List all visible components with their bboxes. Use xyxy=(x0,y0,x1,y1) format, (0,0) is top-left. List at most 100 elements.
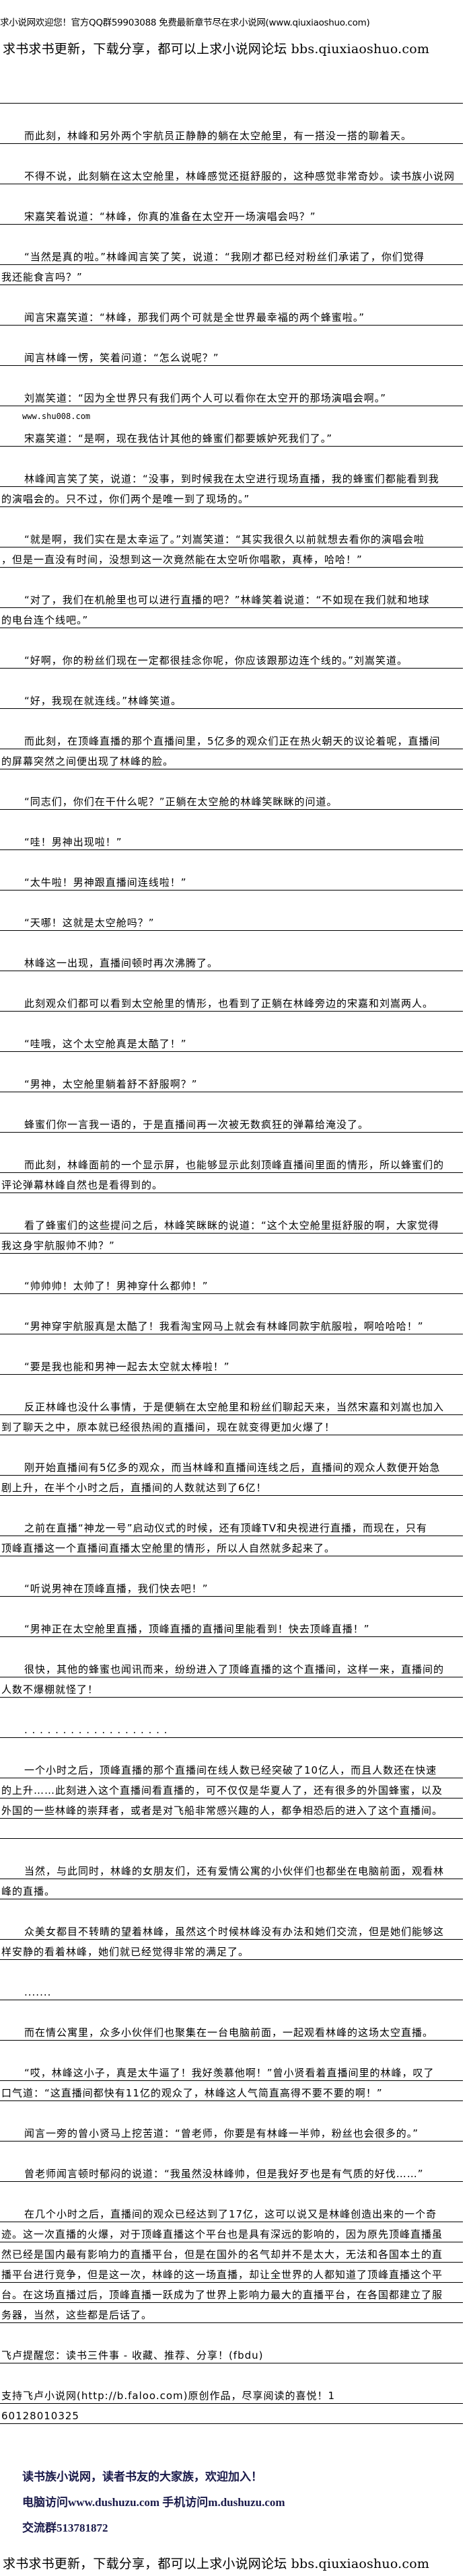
paragraph-line: 刘嵩笑道：“因为全世界只有我们两个人可以看你在太空开的那场演唱会啊。” xyxy=(0,386,463,406)
paragraph-line: 此刻观众们都可以看到太空舱里的情形，也看到了正躺在林峰旁边的宋嘉和刘嵩两人。 xyxy=(0,991,463,1012)
paragraph-line: 闻言宋嘉笑道：“林峰，那我们两个可就是全世界最幸福的两个蜂蜜啦。” xyxy=(0,305,463,326)
paragraph-line: 样安静的看着林峰，她们就已经觉得非常的满足了。 xyxy=(0,1940,463,1960)
paragraph: “帅帅帅！太帅了！男神穿什么都帅！” xyxy=(0,1274,463,1294)
paragraph-line: 迹。这一次直播的火爆，对于顶峰直播这个平台也是具有深远的影响的，因为原先顶峰直播… xyxy=(0,2222,463,2242)
paragraph: 刚开始直播间有5亿多的观众，而当林峰和直播间连线之后，直播间的观众人数便开始急剧… xyxy=(0,1455,463,1496)
paragraph-line: 然已经是国内最有影响力的直播平台，但是在国外的名气却并不是太大，无法和各国本土的… xyxy=(0,2242,463,2263)
chapter-content: 而此刻，林峰和另外两个宇航员正静静的躺在太空舱里，有一搭没一搭的聊着天。不得不说… xyxy=(0,124,463,2444)
paragraph-line: “帅帅帅！太帅了！男神穿什么都帅！” xyxy=(0,1274,463,1294)
paragraph-line: 的电台连个线吧。” xyxy=(0,608,463,628)
paragraph-line: ....... xyxy=(0,1980,463,2000)
paragraph: 不得不说，此刻躺在这太空舱里，林峰感觉还挺舒服的，这种感觉非常奇妙。读书族小说网 xyxy=(0,164,463,184)
paragraph: “听说男神在顶峰直播，我们快去吧！” xyxy=(0,1577,463,1597)
paragraph-line: 剧上升，在半个小时之后，直播间的人数就达到了6亿！ xyxy=(0,1476,463,1496)
paragraph-line: “哇哦，这个太空舱真是太酷了！” xyxy=(0,1032,463,1052)
watermark-url: www.shu008.com xyxy=(22,412,91,421)
paragraph-line: 外国的一些林峰的崇拜者，或者是对飞船非常感兴趣的人，都争相恐后的进入了这个直播间… xyxy=(0,1798,463,1819)
paragraph-line: 在几个小时之后，直播间的观众已经达到了17亿，这可以说又是林峰创造出来的一个奇 xyxy=(0,2202,463,2222)
paragraph: 曾老师闻言顿时郁闷的说道：“我虽然没林峰帅，但是我好歹也是有气质的好伐……” xyxy=(0,2162,463,2182)
paragraph-line: “男神，太空舱里躺着舒不舒服啊？” xyxy=(0,1072,463,1092)
paragraph-line: 口气道：“这直播间都快有11亿的观众了，林峰这人气简直高得不要不要的啊！” xyxy=(0,2081,463,2101)
paragraph: 当然，与此同时，林峰的女朋友们，还有爱情公寓的小伙伴们也都坐在电脑前面，观看林峰… xyxy=(0,1859,463,1899)
paragraph-line xyxy=(0,1819,463,1839)
paragraph: . . . . . . . . . . . . . . . . . . . xyxy=(0,1718,463,1738)
paragraph-line: 而此刻，在顶峰直播的那个直播间里，5亿多的观众们正在热火朝天的议论着呢，直播间 xyxy=(0,729,463,749)
paragraph: 反正林峰也没什么事情，于是便躺在太空舱里和粉丝们聊起天来，当然宋嘉和刘嵩也加入到… xyxy=(0,1395,463,1435)
paragraph-line: “同志们，你们在干什么呢？”正躺在太空舱的林峰笑眯眯的问道。 xyxy=(0,790,463,810)
paragraph-line: 播平台进行竞争，但是这一次，林峰的这一场直播，却让全世界的人都知道了顶峰直播这个… xyxy=(0,2263,463,2283)
paragraph-line: 看了蜂蜜们的这些提问之后，林峰笑眯眯的说道：“这个太空舱里挺舒服的啊，大家觉得 xyxy=(0,1213,463,1234)
paragraph-line: 林峰这一出现，直播间顿时再次沸腾了。 xyxy=(0,951,463,971)
promo-slogan: 读书族小说网，读者书友的大家族，欢迎加入！ xyxy=(22,2470,262,2483)
paragraph: 而在情公寓里，众多小伙伴们也聚集在一台电脑前面，一起观看林峰的这场太空直播。 xyxy=(0,2020,463,2041)
paragraph: “哎，林峰这小子，真是太牛逼了！我好羡慕他啊！”曾小贤看着直播间里的林峰，叹了口… xyxy=(0,2061,463,2101)
paragraph: “好啊，你的粉丝们现在一定都很挂念你呢，你应该跟那边连个线的。”刘嵩笑道。 xyxy=(0,648,463,669)
paragraph-line: “当然是真的啦。”林峰闻言笑了笑，说道：“我刚才都已经对粉丝们承诺了，你们觉得 xyxy=(0,245,463,265)
paragraph-line: “天哪！这就是太空舱吗？” xyxy=(0,911,463,931)
paragraph-line: 我还能食言吗？” xyxy=(0,265,463,285)
paragraph: “哇哦，这个太空舱真是太酷了！” xyxy=(0,1032,463,1052)
paragraph-line: “男神正在太空舱里直播，顶峰直播的直播间里能看到！快去顶峰直播！” xyxy=(0,1617,463,1637)
paragraph-line: 的上升……此刻进入这个直播间看直播的，可不仅仅是华夏人了，还有很多的外国蜂蜜，以… xyxy=(0,1778,463,1798)
paragraph-line: “太牛啦！男神跟直播间连线啦！” xyxy=(0,870,463,891)
paragraph-line: “听说男神在顶峰直播，我们快去吧！” xyxy=(0,1577,463,1597)
paragraph: “好，我现在就连线。”林峰笑道。 xyxy=(0,689,463,709)
paragraph-line: 台。在这场直播过后，顶峰直播一跃成为了世界上影响力最大的直播平台，在各国都建立了… xyxy=(0,2283,463,2303)
paragraph: 看了蜂蜜们的这些提问之后，林峰笑眯眯的说道：“这个太空舱里挺舒服的啊，大家觉得我… xyxy=(0,1213,463,1254)
paragraph: 刘嵩笑道：“因为全世界只有我们两个人可以看你在太空开的那场演唱会啊。” xyxy=(0,386,463,406)
paragraph: 而此刻，林峰和另外两个宇航员正静静的躺在太空舱里，有一搭没一搭的聊着天。 xyxy=(0,124,463,144)
paragraph-line: 60128010325 xyxy=(0,2404,463,2424)
paragraph: “太牛啦！男神跟直播间连线啦！” xyxy=(0,870,463,891)
paragraph-line: 支持飞卢小说网(http://b.faloo.com)原创作品，尽享阅读的喜悦！… xyxy=(0,2384,463,2404)
paragraph: 支持飞卢小说网(http://b.faloo.com)原创作品，尽享阅读的喜悦！… xyxy=(0,2384,463,2424)
paragraph-line: ，但是一直没有时间，没想到这一次竟然能在太空听你唱歌，真棒，哈哈！” xyxy=(0,547,463,568)
paragraph-line: 而此刻，林峰和另外两个宇航员正静静的躺在太空舱里，有一搭没一搭的聊着天。 xyxy=(0,124,463,144)
paragraph: “男神正在太空舱里直播，顶峰直播的直播间里能看到！快去顶峰直播！” xyxy=(0,1617,463,1637)
paragraph-line: 峰的直播。 xyxy=(0,1879,463,1899)
paragraph-line: 反正林峰也没什么事情，于是便躺在太空舱里和粉丝们聊起天来，当然宋嘉和刘嵩也加入 xyxy=(0,1395,463,1415)
paragraph: 闻言宋嘉笑道：“林峰，那我们两个可就是全世界最幸福的两个蜂蜜啦。” xyxy=(0,305,463,326)
paragraph-line: 顶峰直播这一个直播间直播太空舱里的情形，所以人自然就多起来了。 xyxy=(0,1536,463,1556)
paragraph-line: “要是我也能和男神一起去太空就太棒啦！” xyxy=(0,1355,463,1375)
paragraph-line: “男神穿宇航服真是太酷了！我看淘宝网马上就会有林峰同款宇航服啦，啊哈哈哈！” xyxy=(0,1314,463,1334)
paragraph-line: 蜂蜜们你一言我一语的，于是直播间再一次被无数疯狂的弹幕给淹没了。 xyxy=(0,1112,463,1133)
paragraph-line: 曾老师闻言顿时郁闷的说道：“我虽然没林峰帅，但是我好歹也是有气质的好伐……” xyxy=(0,2162,463,2182)
paragraph: 宋嘉笑道：“是啊，现在我估计其他的蜂蜜们都要嫉妒死我们了。” xyxy=(0,426,463,447)
paragraph: “天哪！这就是太空舱吗？” xyxy=(0,911,463,931)
paragraph-line: “对了，我们在机舱里也可以进行直播的吧？”林峰笑着说道：“不如现在我们就和地球 xyxy=(0,588,463,608)
paragraph: 飞卢提醒您：读书三件事 - 收藏、推荐、分享！(fbdu) xyxy=(0,2343,463,2363)
paragraph-line: 我这身宇航服帅不帅？” xyxy=(0,1234,463,1254)
paragraph: 在几个小时之后，直播间的观众已经达到了17亿，这可以说又是林峰创造出来的一个奇迹… xyxy=(0,2202,463,2323)
paragraph-line: 而此刻，林峰面前的一个显示屏，也能够显示此刻顶峰直播间里面的情形，所以蜂蜜们的 xyxy=(0,1153,463,1173)
paragraph: “男神，太空舱里躺着舒不舒服啊？” xyxy=(0,1072,463,1092)
paragraph-line: “就是啊，我们实在是太幸运了。”刘嵩笑道：“其实我很久以前就想去看你的演唱会啦 xyxy=(0,527,463,547)
paragraph-line: 刚开始直播间有5亿多的观众，而当林峰和直播间连线之后，直播间的观众人数便开始急 xyxy=(0,1455,463,1476)
site-welcome-banner: 求小说网欢迎您！官方QQ群59903088 免费最新章节尽在求小说网(www.q… xyxy=(0,17,370,28)
paragraph-line: 之前在直播“神龙一号”启动仪式的时候，还有顶峰TV和央视进行直播，而现在，只有 xyxy=(0,1516,463,1536)
paragraph: “哇！男神出现啦！” xyxy=(0,830,463,850)
paragraph-line: 当然，与此同时，林峰的女朋友们，还有爱情公寓的小伙伴们也都坐在电脑前面，观看林 xyxy=(0,1859,463,1879)
paragraph-line: . . . . . . . . . . . . . . . . . . . xyxy=(0,1718,463,1738)
paragraph: ....... xyxy=(0,1980,463,2000)
promo-links[interactable]: 电脑访问www.dushuzu.com 手机访问m.dushuzu.com xyxy=(22,2496,285,2509)
paragraph-line: “哇！男神出现啦！” xyxy=(0,830,463,850)
paragraph-line: 闻言林峰一愣，笑着问道：“怎么说呢？” xyxy=(0,346,463,366)
paragraph-line: 很快，其他的蜂蜜也闻讯而来，纷纷进入了顶峰直播的这个直播间，这样一来，直播间的 xyxy=(0,1657,463,1677)
paragraph-line: 务器，当然，这些都是后话了。 xyxy=(0,2303,463,2323)
paragraph: 而此刻，林峰面前的一个显示屏，也能够显示此刻顶峰直播间里面的情形，所以蜂蜜们的评… xyxy=(0,1153,463,1193)
paragraph: 而此刻，在顶峰直播的那个直播间里，5亿多的观众们正在热火朝天的议论着呢，直播间的… xyxy=(0,729,463,769)
paragraph-line: 的演唱会的。只不过，你们两个是唯一到了现场的。” xyxy=(0,487,463,507)
divider xyxy=(0,103,463,104)
paragraph-line: 到了聊天之中，原本就已经很热闹的直播间，现在就变得更加火爆了！ xyxy=(0,1415,463,1435)
paragraph-line: 而在情公寓里，众多小伙伴们也聚集在一台电脑前面，一起观看林峰的这场太空直播。 xyxy=(0,2020,463,2041)
paragraph-line: 评论弹幕林峰自然也是看得到的。 xyxy=(0,1173,463,1193)
paragraph-line: 众美女都目不转睛的望着林峰，虽然这个时候林峰没有办法和她们交流，但是她们能够这 xyxy=(0,1920,463,1940)
paragraph: 宋嘉笑着说道：“林峰，你真的准备在太空开一场演唱会吗？” xyxy=(0,204,463,225)
paragraph: 众美女都目不转睛的望着林峰，虽然这个时候林峰没有办法和她们交流，但是她们能够这样… xyxy=(0,1920,463,1960)
paragraph: “就是啊，我们实在是太幸运了。”刘嵩笑道：“其实我很久以前就想去看你的演唱会啦，… xyxy=(0,527,463,568)
paragraph: 林峰闻言笑了笑，说道：“没事，到时候我在太空进行现场直播，我的蜂蜜们都能看到我的… xyxy=(0,467,463,507)
paragraph-line: 飞卢提醒您：读书三件事 - 收藏、推荐、分享！(fbdu) xyxy=(0,2343,463,2363)
paragraph: “同志们，你们在干什么呢？”正躺在太空舱的林峰笑眯眯的问道。 xyxy=(0,790,463,810)
paragraph: 此刻观众们都可以看到太空舱里的情形，也看到了正躺在林峰旁边的宋嘉和刘嵩两人。 xyxy=(0,991,463,1012)
paragraph: 一个小时之后，顶峰直播的那个直播间在线人数已经突破了10亿人，而且人数还在快速的… xyxy=(0,1758,463,1839)
